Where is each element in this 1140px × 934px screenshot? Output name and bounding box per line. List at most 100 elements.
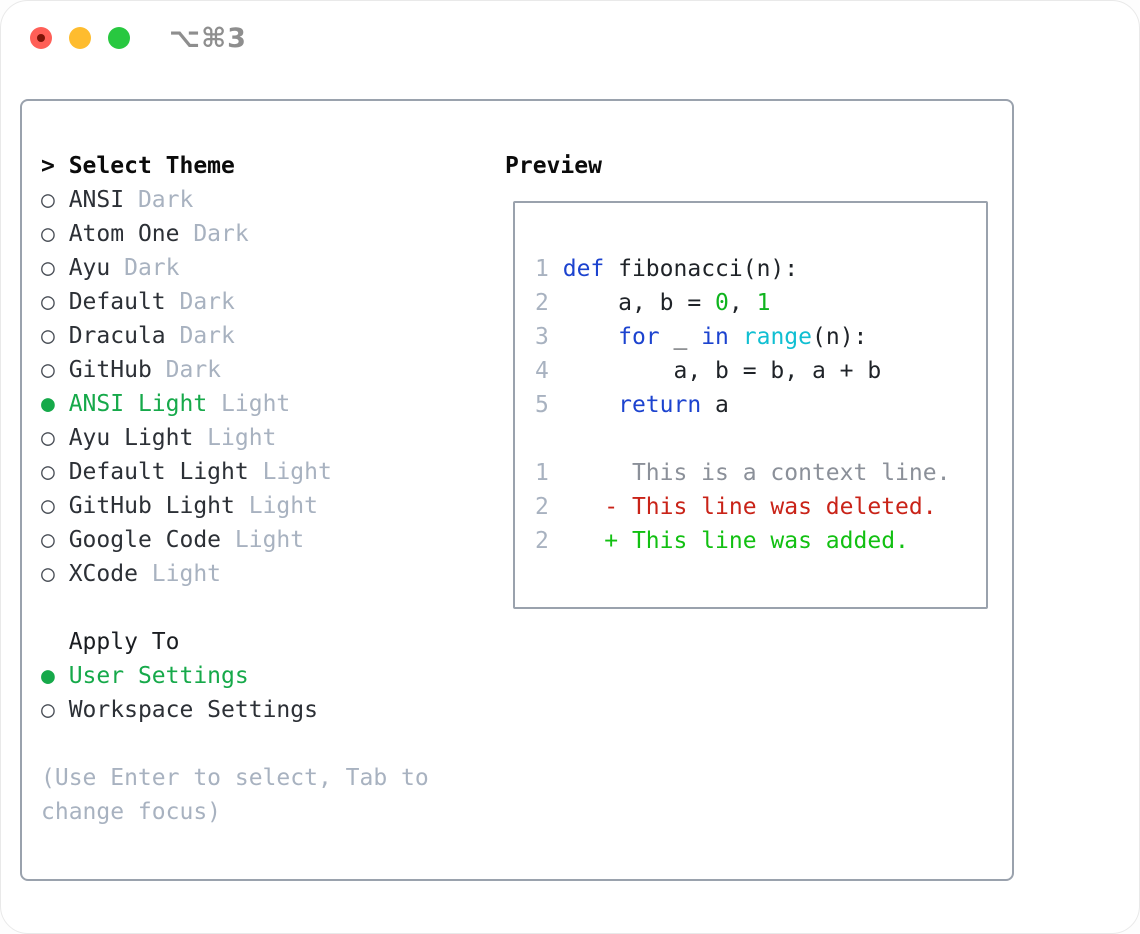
theme-variant: Dark <box>179 289 235 315</box>
theme-variant: Light <box>221 391 291 417</box>
theme-picker-panel: > Select Theme ○ ANSI Dark ○ Atom One Da… <box>20 99 1014 881</box>
theme-option-default-dark[interactable]: ○ Default Dark <box>41 285 505 319</box>
theme-option-dracula-dark[interactable]: ○ Dracula Dark <box>41 319 505 353</box>
code-token <box>549 256 563 282</box>
radio-selected-icon: ● <box>41 663 55 689</box>
code-token: 1 <box>756 290 771 316</box>
code-token <box>549 392 618 418</box>
theme-name: Google Code <box>68 527 222 553</box>
theme-option-github-dark[interactable]: ○ GitHub Dark <box>41 353 505 387</box>
theme-name: Ayu <box>68 255 111 281</box>
theme-name: GitHub Light <box>68 493 235 519</box>
theme-name: Ayu Light <box>68 425 194 451</box>
radio-icon: ○ <box>41 187 55 213</box>
code-token: for <box>618 324 660 350</box>
theme-option-ayu-dark[interactable]: ○ Ayu Dark <box>41 251 505 285</box>
theme-option-ayu-light[interactable]: ○ Ayu Light Light <box>41 421 505 455</box>
theme-variant: Light <box>234 527 305 553</box>
window-title: ⌥⌘3 <box>169 23 247 54</box>
line-number: 3 <box>535 324 549 350</box>
caret-icon: > <box>41 153 55 179</box>
line-number: 2 <box>535 494 549 520</box>
radio-icon: ○ <box>41 561 55 587</box>
theme-variant: Dark <box>165 357 222 383</box>
radio-icon: ○ <box>41 459 55 485</box>
theme-variant: Light <box>207 425 277 451</box>
select-theme-header: > Select Theme <box>41 149 505 183</box>
apply-to-header: Apply To <box>41 625 505 659</box>
code-token: a <box>701 392 729 418</box>
close-button[interactable] <box>30 27 52 49</box>
theme-variant: Dark <box>193 221 249 247</box>
apply-option-label: Workspace Settings <box>68 697 318 723</box>
radio-icon: ○ <box>41 255 55 281</box>
code-line: 4 a, b = b, a + b <box>535 354 986 388</box>
theme-name: Default Light <box>68 459 249 485</box>
diff-added-line: 2 + This line was added. <box>535 524 986 558</box>
theme-name: Dracula <box>68 323 166 349</box>
theme-variant: Dark <box>124 255 180 281</box>
code-line: 2 a, b = 0, 1 <box>535 286 986 320</box>
theme-option-atom-one-dark[interactable]: ○ Atom One Dark <box>41 217 505 251</box>
traffic-lights <box>30 27 147 49</box>
diff-context-line: 1 This is a context line. <box>535 456 986 490</box>
apply-option-workspace-settings[interactable]: ○ Workspace Settings <box>41 693 505 727</box>
theme-name: Atom One <box>68 221 180 247</box>
line-number: 4 <box>535 358 549 384</box>
theme-list-column: > Select Theme ○ ANSI Dark ○ Atom One Da… <box>41 149 505 879</box>
code-token <box>549 324 618 350</box>
diff-text: This is a context line. <box>548 460 951 486</box>
line-number: 1 <box>535 460 549 486</box>
code-token: in <box>701 324 729 350</box>
diff-deleted-line: 2 - This line was deleted. <box>535 490 986 524</box>
minimize-button[interactable] <box>69 27 91 49</box>
theme-option-google-code-light[interactable]: ○ Google Code Light <box>41 523 505 557</box>
code-line: 5 return a <box>535 388 986 422</box>
radio-icon: ○ <box>41 493 55 519</box>
code-token: (n): <box>812 324 868 350</box>
apply-option-user-settings[interactable]: ● User Settings <box>41 659 505 693</box>
preview-box: 1 def fibonacci(n): 2 a, b = 0, 1 3 for … <box>513 201 988 609</box>
radio-icon: ○ <box>41 425 55 451</box>
blank-line <box>535 422 986 456</box>
code-token: return <box>618 392 702 418</box>
theme-variant: Dark <box>137 187 194 213</box>
diff-text: - This line was deleted. <box>548 494 937 520</box>
code-token: a, b = <box>548 290 716 316</box>
zoom-button[interactable] <box>108 27 130 49</box>
theme-name: ANSI Light <box>68 391 208 417</box>
code-line: 3 for _ in range(n): <box>535 320 986 354</box>
radio-icon: ○ <box>41 323 55 349</box>
preview-title: Preview <box>505 153 602 179</box>
theme-option-ansi-dark[interactable]: ○ ANSI Dark <box>41 183 505 217</box>
theme-variant: Light <box>262 459 332 485</box>
close-indicator-dot <box>37 34 45 42</box>
line-number: 5 <box>535 392 549 418</box>
code-token: , <box>728 290 757 316</box>
diff-text: + This line was added. <box>548 528 909 554</box>
code-token: def <box>562 256 605 282</box>
theme-option-ansi-light[interactable]: ● ANSI Light Light <box>41 387 505 421</box>
select-theme-title: Select Theme <box>68 153 235 179</box>
radio-icon: ○ <box>41 527 55 553</box>
theme-option-github-light[interactable]: ○ GitHub Light Light <box>41 489 505 523</box>
title-bar: ⌥⌘3 <box>1 1 1139 99</box>
radio-icon: ○ <box>41 697 55 723</box>
theme-variant: Dark <box>179 323 235 349</box>
code-token: a, b = b, a + b <box>548 358 882 384</box>
spacer-row <box>41 591 505 625</box>
theme-name: GitHub <box>68 357 152 383</box>
radio-icon: ○ <box>41 289 55 315</box>
keyboard-hint-line-1: (Use Enter to select, Tab to <box>41 765 429 791</box>
apply-option-label: User Settings <box>68 663 249 689</box>
line-number: 1 <box>535 256 549 282</box>
spacer-row <box>41 727 505 761</box>
theme-option-default-light[interactable]: ○ Default Light Light <box>41 455 505 489</box>
code-token: _ <box>659 324 702 350</box>
theme-option-xcode-light[interactable]: ○ XCode Light <box>41 557 505 591</box>
apply-to-title: Apply To <box>68 629 180 655</box>
radio-selected-icon: ● <box>41 391 55 417</box>
keyboard-hint-line-2: change focus) <box>41 799 222 825</box>
code-token: 0 <box>715 290 729 316</box>
